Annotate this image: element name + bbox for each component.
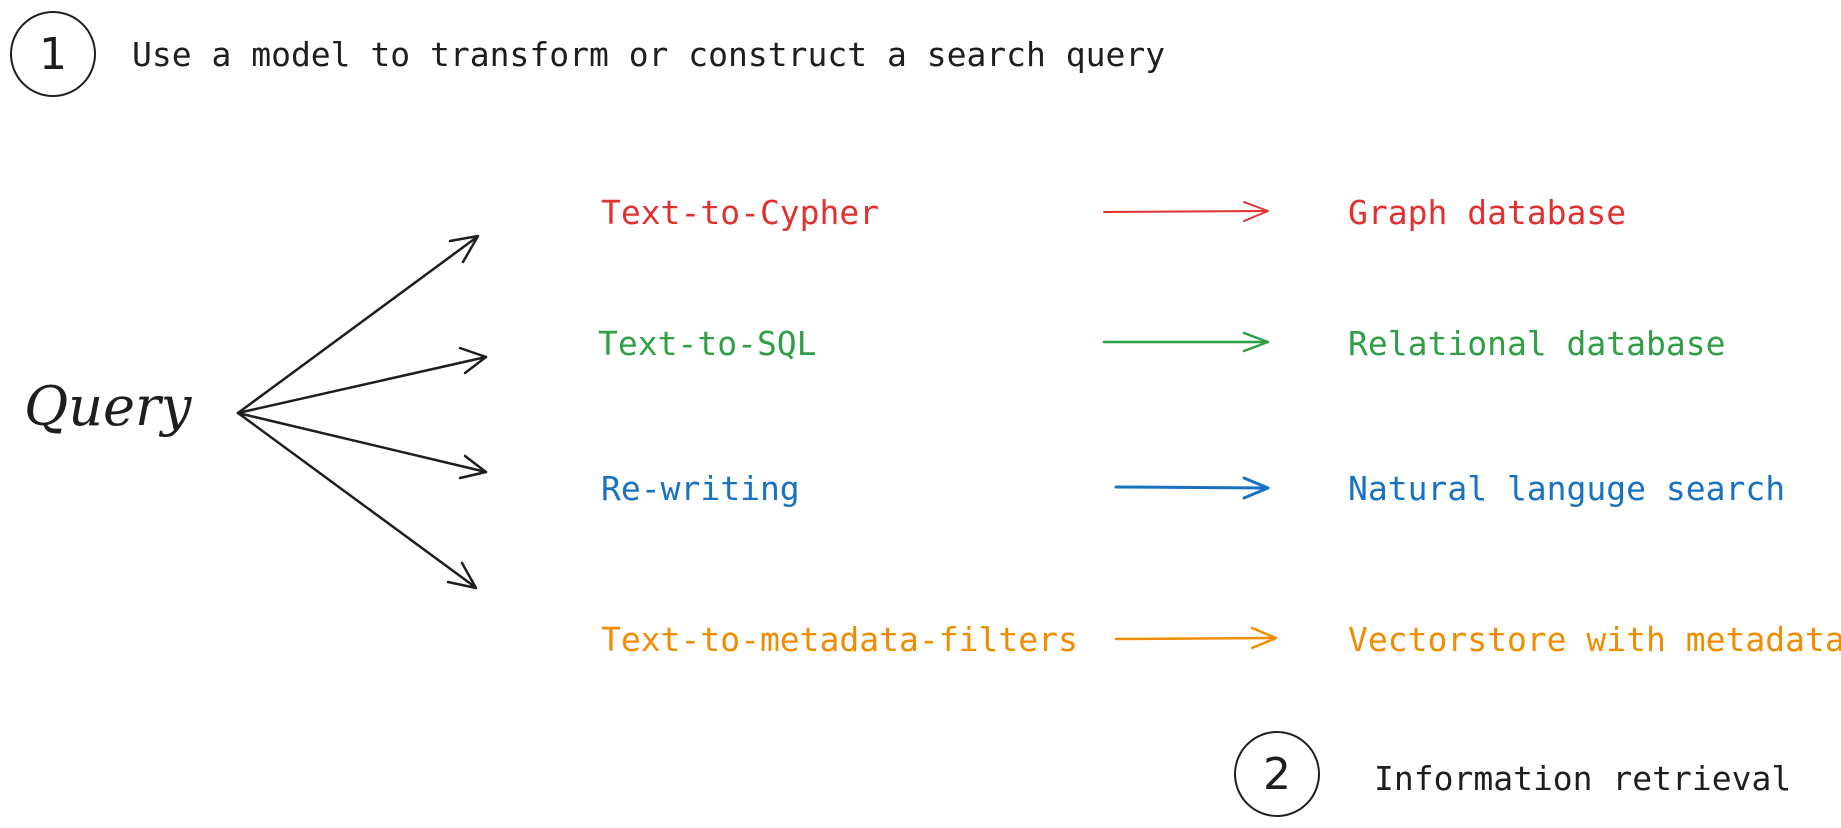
query-label: Query: [24, 375, 192, 438]
fan-arrow-1: [236, 234, 480, 415]
target-natural-language-search: Natural languge search: [1348, 469, 1786, 508]
target-vectorstore-with-metadata: Vectorstore with metadata: [1348, 620, 1841, 659]
method-text-to-cypher: Text-to-Cypher: [601, 193, 880, 232]
step-2-circle: 2: [1234, 731, 1320, 817]
method-text-to-metadata-filters: Text-to-metadata-filters: [601, 620, 1078, 659]
fan-arrow-3: [236, 411, 488, 480]
step-2-heading: Information retrieval: [1374, 759, 1792, 798]
fan-arrow-2: [236, 346, 488, 415]
target-relational-database: Relational database: [1348, 324, 1726, 363]
connector-arrow-rewriting: [1114, 476, 1270, 500]
step-1-circle: 1: [10, 11, 96, 97]
fan-arrow-4: [236, 411, 478, 590]
target-graph-database: Graph database: [1348, 193, 1627, 232]
connector-arrow-metadata: [1114, 626, 1278, 650]
connector-arrow-sql: [1102, 331, 1270, 353]
connector-arrow-cypher: [1103, 201, 1269, 222]
step-1-heading: Use a model to transform or construct a …: [132, 35, 1166, 74]
method-re-writing: Re-writing: [601, 469, 800, 508]
step-2-number: 2: [1263, 748, 1291, 800]
step-1-number: 1: [39, 28, 67, 80]
method-text-to-sql: Text-to-SQL: [598, 324, 817, 363]
